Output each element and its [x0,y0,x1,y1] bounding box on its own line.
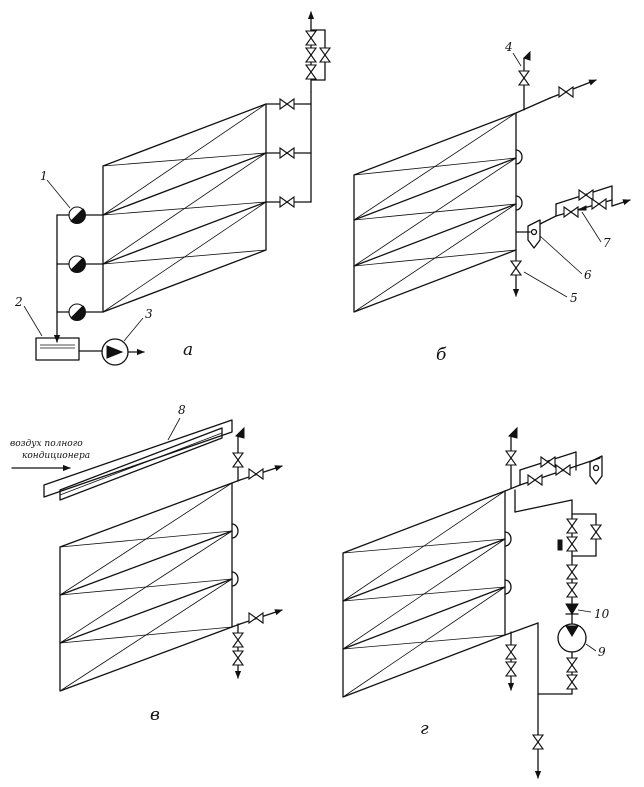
valve-icon [590,524,602,540]
callout-6: 6 [584,268,592,282]
valve-icon [555,464,571,476]
valve-icon [248,612,264,624]
valve-icon [566,582,578,598]
callout-4: 4 [504,40,513,54]
callout-10: 10 [594,607,610,621]
valve-icon [319,47,331,63]
steam-trap-6 [527,219,541,249]
valve-icon [566,536,578,552]
valve-icon [563,206,579,218]
callout-7: 7 [603,236,611,250]
callout-1: 1 [40,169,48,183]
drain-valve-icon [505,644,517,660]
callout-8: 8 [178,403,186,417]
drain-valve-icon [505,661,517,677]
panel-v: воздух полного кондиционера 8 [10,403,283,725]
valve-icon [305,64,317,80]
check-valve-10 [565,603,579,615]
valve-icon [566,564,578,580]
valve-icon [566,674,578,690]
caption-g: г [420,719,429,739]
valve-icon [279,147,295,159]
steam-trap-g [589,455,603,485]
valve-icon [279,196,295,208]
vent-valve-icon [232,452,244,468]
heat-exchanger-g [342,490,506,698]
panel-b: 4 5 6 7 б [353,40,631,365]
drain-valve-icon [510,260,522,276]
outlet-manifold-a [265,11,331,208]
valve-icon [532,734,544,750]
air-note-line2: кондиционера [22,451,90,461]
valve-icon [232,650,244,666]
air-note-line1: воздух полного [10,439,83,449]
valve-icon [540,456,556,468]
valve-icon [232,632,244,648]
pump-a [78,338,145,366]
panel-a: 1 2 3 а [14,11,331,366]
valve-icon [305,47,317,63]
valve-icon [558,86,574,98]
heat-exchanger-v [59,482,233,692]
heat-exchanger-b [353,112,517,313]
valve-icon [566,518,578,534]
valve-icon [578,189,594,201]
callout-2: 2 [14,295,23,309]
callout-9: 9 [598,645,606,659]
heat-exchanger-a [102,103,267,313]
panel-g: 10 9 г [342,426,610,779]
valve-icon [566,657,578,673]
steam-trap-group [53,206,104,343]
valve-icon [591,198,607,210]
vent-valve-icon [505,450,517,466]
valve-icon [248,468,264,480]
valve-icon [527,474,543,486]
valve-icon [279,98,295,110]
condensate-tank [35,337,80,361]
preheater-8 [43,419,233,501]
valve-icon [305,30,317,46]
vent-valve-icon [518,70,530,86]
caption-b: б [436,345,447,365]
callout-3: 3 [145,307,153,321]
caption-v: в [150,705,160,725]
callout-5: 5 [570,291,578,305]
caption-a: а [183,340,193,360]
